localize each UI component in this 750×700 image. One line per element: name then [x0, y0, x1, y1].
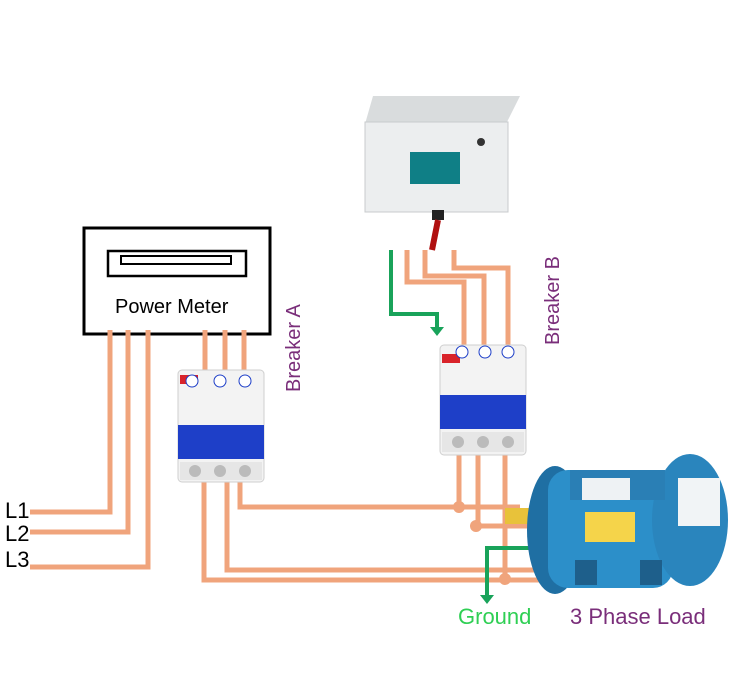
breaker-b-label: Breaker B: [542, 256, 564, 345]
wire-box-b-1: [404, 250, 467, 350]
wire-a-out-3: [237, 480, 520, 510]
wire-box-b-3: [451, 250, 511, 350]
wire-junctions: [453, 501, 511, 585]
indicator-light: [477, 138, 485, 146]
device-nameplate: [410, 152, 460, 184]
ground-wire-top: [389, 250, 439, 330]
line-l3-label: L3: [5, 547, 30, 572]
wire-l1: [30, 330, 113, 515]
line-l2-label: L2: [5, 521, 30, 546]
breaker-b: [439, 344, 527, 456]
wire-a-out-1: [201, 480, 545, 583]
motor-rating-plate: [678, 478, 720, 526]
line-l1-label: L1: [5, 498, 30, 523]
motor-terminal-box: [585, 512, 635, 542]
ground-label: Ground: [458, 604, 532, 629]
breaker-a-toggle: [178, 425, 264, 459]
power-saver-box: [364, 96, 520, 251]
ground-wire-bottom: [485, 546, 536, 597]
breaker-a: [177, 369, 265, 483]
phase-wires: [30, 250, 545, 583]
ground-arrow-bottom: [480, 595, 494, 604]
power-meter: [82, 226, 272, 336]
breaker-b-toggle: [440, 395, 526, 429]
three-phase-motor: [505, 454, 728, 594]
wire-box-b-2: [422, 250, 487, 350]
wire-a-out-2: [224, 480, 545, 573]
motor-nameplate: [582, 478, 630, 500]
wire-l3: [30, 330, 151, 570]
breaker-a-label: Breaker A: [283, 304, 305, 392]
power-meter-label: Power Meter: [115, 296, 229, 318]
wire-l2: [30, 330, 131, 535]
three-phase-load-label: 3 Phase Load: [570, 604, 706, 629]
ground-arrow-top: [430, 327, 444, 336]
